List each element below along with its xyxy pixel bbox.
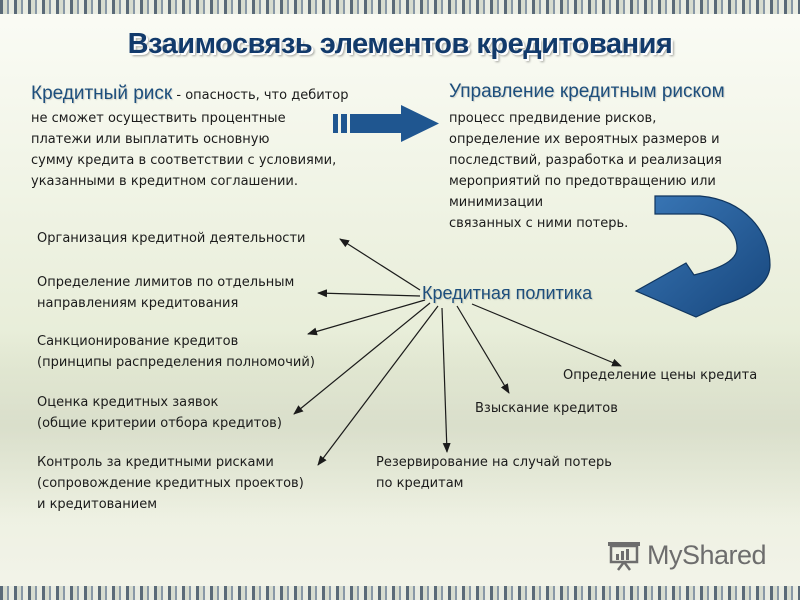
connector-pricing [471,303,622,367]
credit-risk-line: не сможет осуществить процентные [31,111,286,126]
connector-limits [317,289,421,298]
credit-risk-heading: Кредитный риск [31,83,173,104]
policy-element-organization: Организация кредитной деятельности [37,231,306,246]
bottom-decorative-stripe [0,586,800,600]
risk-management-line: связанных с ними потерь. [449,216,629,231]
myshared-logo: MyShared [607,539,767,571]
connector-organization [339,238,421,291]
credit-risk-line: опасность, что дебитор [185,88,349,103]
credit-risk-first-line: Кредитный риск - опасность, что дебитор [31,84,348,106]
curved-arrow-icon [634,195,771,318]
logo-text: MyShared [647,539,767,570]
policy-element-control-line: (сопровождение кредитных проектов) [37,476,304,491]
slide-title: Взаимосвязь элементов кредитования [127,28,673,60]
connector-evaluation [293,302,431,415]
credit-risk-line: сумму кредита в соответствии с условиями… [31,153,337,168]
connector-reserving [441,307,451,453]
risk-management-line: минимизации [449,195,544,210]
credit-risk-line: платежи или выплатить основную [31,132,270,147]
policy-element-sanctioning-line: Санкционирование кредитов [37,334,239,349]
policy-element-control-line: и кредитованием [37,497,158,512]
risk-management-line: процесс предвидение рисков, [449,111,657,126]
policy-element-sanctioning-line: (принципы распределения полномочий) [37,355,315,370]
credit-risk-dash: - [172,88,186,103]
policy-element-limits-line: направлениям кредитования [37,296,239,311]
credit-risk-line: указанными в кредитном соглашении. [31,174,298,189]
risk-management-heading: Управление кредитным риском [449,81,725,102]
credit-policy-label: Кредитная политика [422,283,593,303]
presentation-board-icon [608,542,640,571]
connector-sanctioning [307,299,426,336]
policy-element-pricing: Определение цены кредита [563,368,758,383]
policy-element-evaluation-line: (общие критерии отбора кредитов) [37,416,282,431]
top-decorative-stripe [0,0,800,14]
background-paper-shade [0,330,800,520]
risk-management-line: последствий, разработка и реализация [449,153,722,168]
policy-element-collection: Взыскание кредитов [475,401,618,416]
risk-management-line: определение их вероятных размеров и [449,132,720,147]
policy-element-evaluation-line: Оценка кредитных заявок [37,395,219,410]
policy-element-reserving-line: по кредитам [376,476,464,491]
policy-element-reserving-line: Резервирование на случай потерь [376,455,612,470]
transition-arrow-icon [333,105,439,142]
connector-collection [456,305,510,394]
connector-control [317,305,439,466]
policy-element-control-line: Контроль за кредитными рисками [37,455,274,470]
risk-management-line: мероприятий по предотвращению или [449,174,716,189]
policy-element-limits-line: Определение лимитов по отдельным [37,275,295,290]
